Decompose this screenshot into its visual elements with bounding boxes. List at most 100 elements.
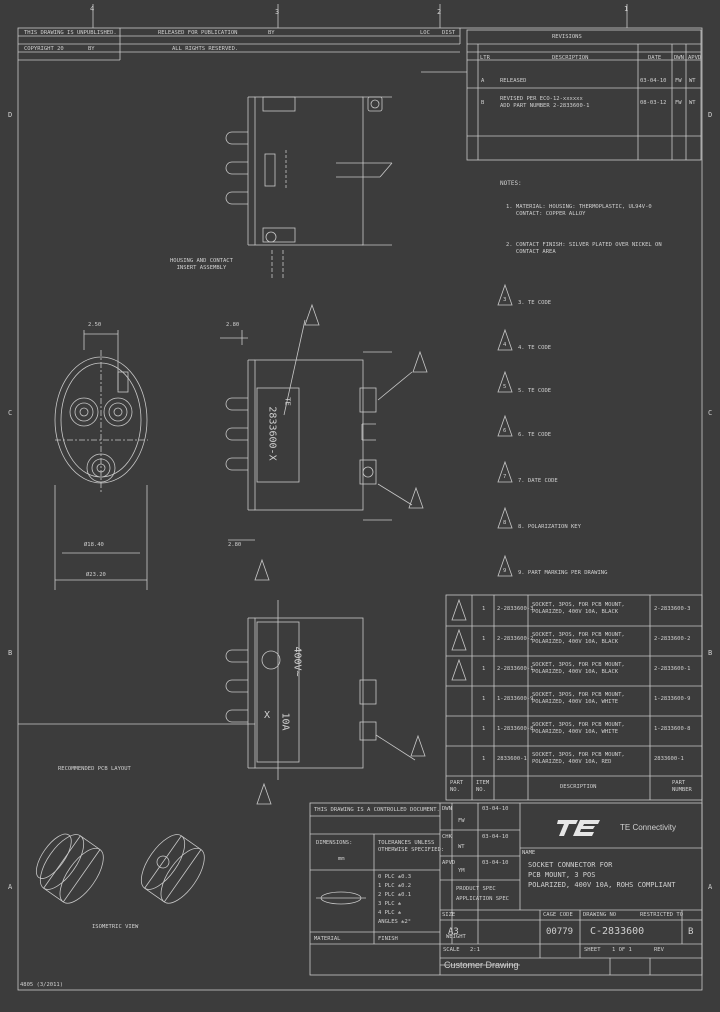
rating-current: 10A <box>279 712 291 731</box>
body-mark: 2833600-X <box>266 406 278 461</box>
rev-header-apvd: APVD <box>688 55 702 61</box>
rev-row-a-ltr: A <box>481 78 485 84</box>
tb-company: TE Connectivity <box>620 823 677 832</box>
tb-app-spec: APPLICATION SPEC <box>456 896 509 902</box>
rating-voltage: 400V~ <box>291 646 303 677</box>
dia-a: Ø18.40 <box>84 542 104 548</box>
flag-5-label: 5 <box>503 384 507 390</box>
tb-rev: B <box>688 927 694 937</box>
part-row-2-desc: SOCKET, 3POS, FOR PCB MOUNT, POLARIZED, … <box>532 632 625 645</box>
part-row-1-pn: 2-2833600-3 <box>654 606 691 612</box>
flag-6-label: 6 <box>503 428 507 434</box>
part-row-3-desc: SOCKET, 3POS, FOR PCB MOUNT, POLARIZED, … <box>532 662 625 675</box>
part-row-5-desc: SOCKET, 3POS, FOR PCB MOUNT, POLARIZED, … <box>532 722 625 735</box>
tb-tol-label: TOLERANCES UNLESS OTHERWISE SPECIFIED: <box>378 840 445 853</box>
part-row-2-qty: 1 <box>482 636 486 642</box>
header-loc: LOC <box>420 30 430 36</box>
tb-tol-5: ANGLES ±2° <box>378 919 412 925</box>
zone-top-4: 4 <box>90 5 95 13</box>
zone-left-a: A <box>8 883 13 891</box>
header-dist: DIST <box>442 30 456 36</box>
tb-size: A3 <box>448 927 459 937</box>
part-row-3-qty: 1 <box>482 666 486 672</box>
side-dim-top: 2.80 <box>226 322 240 328</box>
rev-row-b-apvd: WT <box>689 100 696 106</box>
te-logo-icon <box>557 820 600 836</box>
part-row-2-cat: 2-2833600-2 <box>497 636 534 642</box>
tb-appd-date: 03-04-10 <box>482 860 509 866</box>
side-dim-bot: 2.80 <box>228 542 242 548</box>
part-row-1-qty: 1 <box>482 606 486 612</box>
tb-name-label: NAME <box>522 850 536 856</box>
zone-left-d: D <box>8 111 13 119</box>
tb-weight: WEIGHT <box>446 934 466 940</box>
part-row-4-desc: SOCKET, 3POS, FOR PCB MOUNT, POLARIZED, … <box>532 692 625 705</box>
tb-product-spec: PRODUCT SPEC <box>456 886 496 892</box>
rev-row-a-dwn: FW <box>675 78 682 84</box>
tb-sheet-label: SHEET <box>584 947 601 953</box>
rev-header-ltr: LTR <box>480 55 490 61</box>
rev-row-a-apvd: WT <box>689 78 696 84</box>
tb-tol-0: 0 PLC ±0.3 <box>378 874 412 880</box>
tb-chk-date: 03-04-10 <box>482 834 509 840</box>
header-by: BY <box>268 30 275 36</box>
rev-header-dwn: DWN <box>674 55 684 61</box>
part-row-1-desc: SOCKET, 3POS, FOR PCB MOUNT, POLARIZED, … <box>532 602 625 615</box>
tb-scale-label: SCALE <box>443 947 460 953</box>
part-row-5-pn: 1-2833600-8 <box>654 726 691 732</box>
tb-dwn-name: FW <box>458 818 465 824</box>
part-row-6-qty: 1 <box>482 756 486 762</box>
header-copyright-by: BY <box>88 46 95 52</box>
tb-chk-label: CHK <box>442 834 452 840</box>
rev-header-date: DATE <box>648 55 662 61</box>
rev-row-b-dwn: FW <box>675 100 682 106</box>
rev-header-desc: DESCRIPTION <box>552 55 589 61</box>
part-row-4-pn: 1-2833600-9 <box>654 696 691 702</box>
note-4: 4. TE CODE <box>518 345 552 351</box>
part-row-3-cat: 2-2833600-1 <box>497 666 534 672</box>
flag-7-label: 7 <box>503 474 507 480</box>
zone-left-b: B <box>8 649 13 657</box>
pcb-label: RECOMMENDED PCB LAYOUT <box>58 766 131 772</box>
note-2: 2. CONTACT FINISH: SILVER PLATED OVER NI… <box>506 242 662 255</box>
tb-rest-label: RESTRICTED TO <box>640 912 684 918</box>
note-7: 7. DATE CODE <box>518 478 558 484</box>
dia-b: Ø23.20 <box>86 572 106 578</box>
parts-footer-c: DESCRIPTION <box>560 784 597 790</box>
tb-cage-label: CAGE CODE <box>543 912 573 918</box>
front-dim-top: 2.50 <box>88 322 102 328</box>
note-5: 5. TE CODE <box>518 388 552 394</box>
part-row-5-qty: 1 <box>482 726 486 732</box>
part-row-2-pn: 2-2833600-2 <box>654 636 691 642</box>
tb-dims-label: DIMENSIONS: <box>316 840 353 846</box>
tb-spec: THIS DRAWING IS A CONTROLLED DOCUMENT. <box>314 807 440 813</box>
header-copyright: COPYRIGHT 20 <box>24 46 64 52</box>
note-6: 6. TE CODE <box>518 432 552 438</box>
part-row-5-cat: 1-2833600-8 <box>497 726 534 732</box>
note-3: 3. TE CODE <box>518 300 552 306</box>
zone-left-c: C <box>8 409 13 417</box>
part-row-4-cat: 1-2833600-9 <box>497 696 534 702</box>
part-row-3-pn: 2-2833600-1 <box>654 666 691 672</box>
parts-footer-b: ITEM NO. <box>476 780 490 793</box>
revisions-title: REVISIONS <box>552 34 582 40</box>
tb-cage: 00779 <box>546 927 574 937</box>
tb-appd-label: APVD <box>442 860 456 866</box>
rev-row-b-desc: REVISED PER ECO-12-xxxxxx ADD PART NUMBE… <box>500 96 590 109</box>
tb-dwn-date: 03-04-10 <box>482 806 509 812</box>
zone-top-2: 2 <box>437 8 442 16</box>
tb-rev-label: REV <box>654 947 664 953</box>
tb-tol-1: 1 PLC ±0.2 <box>378 883 412 889</box>
tb-dwg-label: DRAWING NO <box>583 912 617 918</box>
part-row-6-pn: 2833600-1 <box>654 756 684 762</box>
te-logo <box>556 816 604 838</box>
rev-row-b-date: 08-03-12 <box>640 100 667 106</box>
tb-customer-drawing: Customer Drawing <box>444 960 519 970</box>
tb-material: MATERIAL <box>314 936 341 942</box>
part-row-4-qty: 1 <box>482 696 486 702</box>
header-released: RELEASED FOR PUBLICATION <box>158 30 238 36</box>
zone-top-3: 3 <box>275 8 280 16</box>
tb-mm: mm <box>338 856 345 862</box>
tb-chk-name: WT <box>458 844 465 850</box>
